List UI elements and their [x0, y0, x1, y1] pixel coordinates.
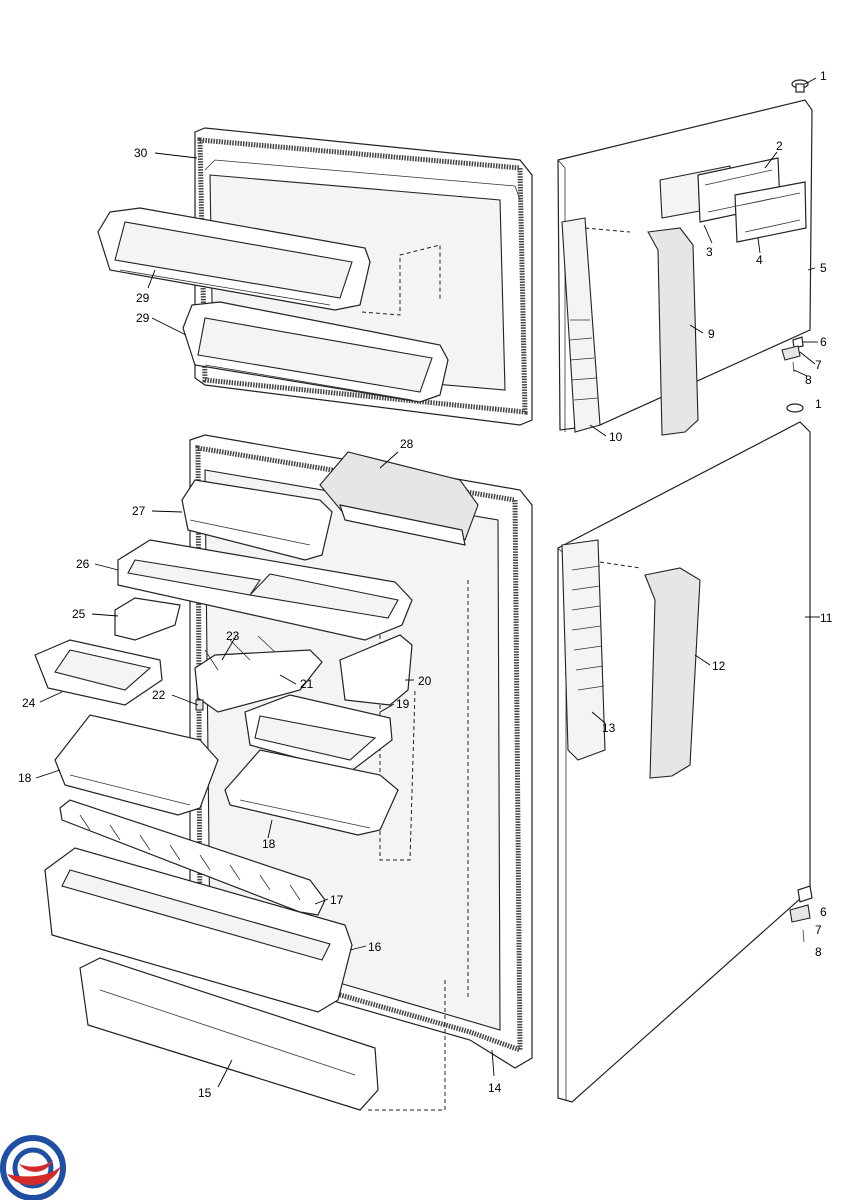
callout-12: 12 [712, 659, 726, 673]
gallon-door-bin [44, 847, 353, 1013]
callout-29-upper: 29 [136, 291, 150, 305]
callout-1-lower: 1 [815, 397, 822, 411]
callout-29-lower: 29 [136, 311, 150, 325]
callout-28: 28 [400, 437, 414, 451]
door-bin-left [54, 714, 219, 816]
egg-tray-assembly [194, 635, 323, 713]
callout-16: 16 [368, 940, 382, 954]
callout-15: 15 [198, 1086, 212, 1100]
lower-door-rail [79, 957, 379, 1111]
door-bin-right [224, 749, 399, 836]
ribbed-retainer [59, 799, 326, 916]
callout-10: 10 [609, 430, 623, 444]
double-door-shelf [117, 539, 413, 641]
callout-30: 30 [134, 146, 148, 160]
callout-1-top: 1 [820, 69, 827, 83]
callout-8-lower: 8 [815, 945, 822, 959]
callout-26: 26 [76, 557, 90, 571]
callout-17: 17 [330, 893, 344, 907]
callout-9: 9 [708, 327, 715, 341]
dairy-bin [181, 479, 333, 561]
callout-18-right: 18 [262, 837, 276, 851]
callout-13: 13 [602, 721, 616, 735]
dairy-compartment-lid [319, 451, 479, 546]
callout-11: 11 [820, 611, 833, 625]
callout-21: 21 [300, 677, 314, 691]
callout-19: 19 [396, 697, 410, 711]
callout-2: 2 [776, 139, 783, 153]
callout-5: 5 [820, 261, 827, 275]
upper-hinge-parts [781, 79, 809, 373]
lower-hinge-parts [786, 403, 813, 943]
callout-7-top: 7 [815, 358, 822, 372]
callout-7-lower: 7 [815, 923, 822, 937]
callout-20: 20 [418, 674, 432, 688]
callout-labels: 1 2 3 4 5 6 7 8 1 9 10 11 12 13 6 7 8 14… [18, 69, 833, 1100]
mid-door-bin [244, 694, 393, 773]
leader-lines [35, 77, 820, 1088]
brand-logo [0, 1135, 66, 1200]
callout-25: 25 [72, 607, 86, 621]
callout-3: 3 [706, 245, 713, 259]
freezer-door-shelf-lower [182, 301, 449, 403]
callout-6-top: 6 [820, 335, 827, 349]
fresh-food-handle [644, 567, 701, 779]
small-bin-right [339, 634, 413, 706]
freezer-handle [647, 227, 699, 436]
callout-22: 22 [152, 688, 166, 702]
callout-24: 24 [22, 696, 36, 710]
callout-18-left: 18 [18, 771, 32, 785]
shelf-bracket [114, 597, 181, 641]
callout-6-lower: 6 [820, 905, 827, 919]
callout-23: 23 [226, 629, 240, 643]
callout-4: 4 [756, 253, 763, 267]
freezer-door-shelf-upper [97, 207, 371, 311]
small-door-bin [34, 639, 163, 706]
callout-14: 14 [488, 1081, 502, 1095]
callout-8-top: 8 [805, 373, 812, 387]
callout-27: 27 [132, 504, 146, 518]
